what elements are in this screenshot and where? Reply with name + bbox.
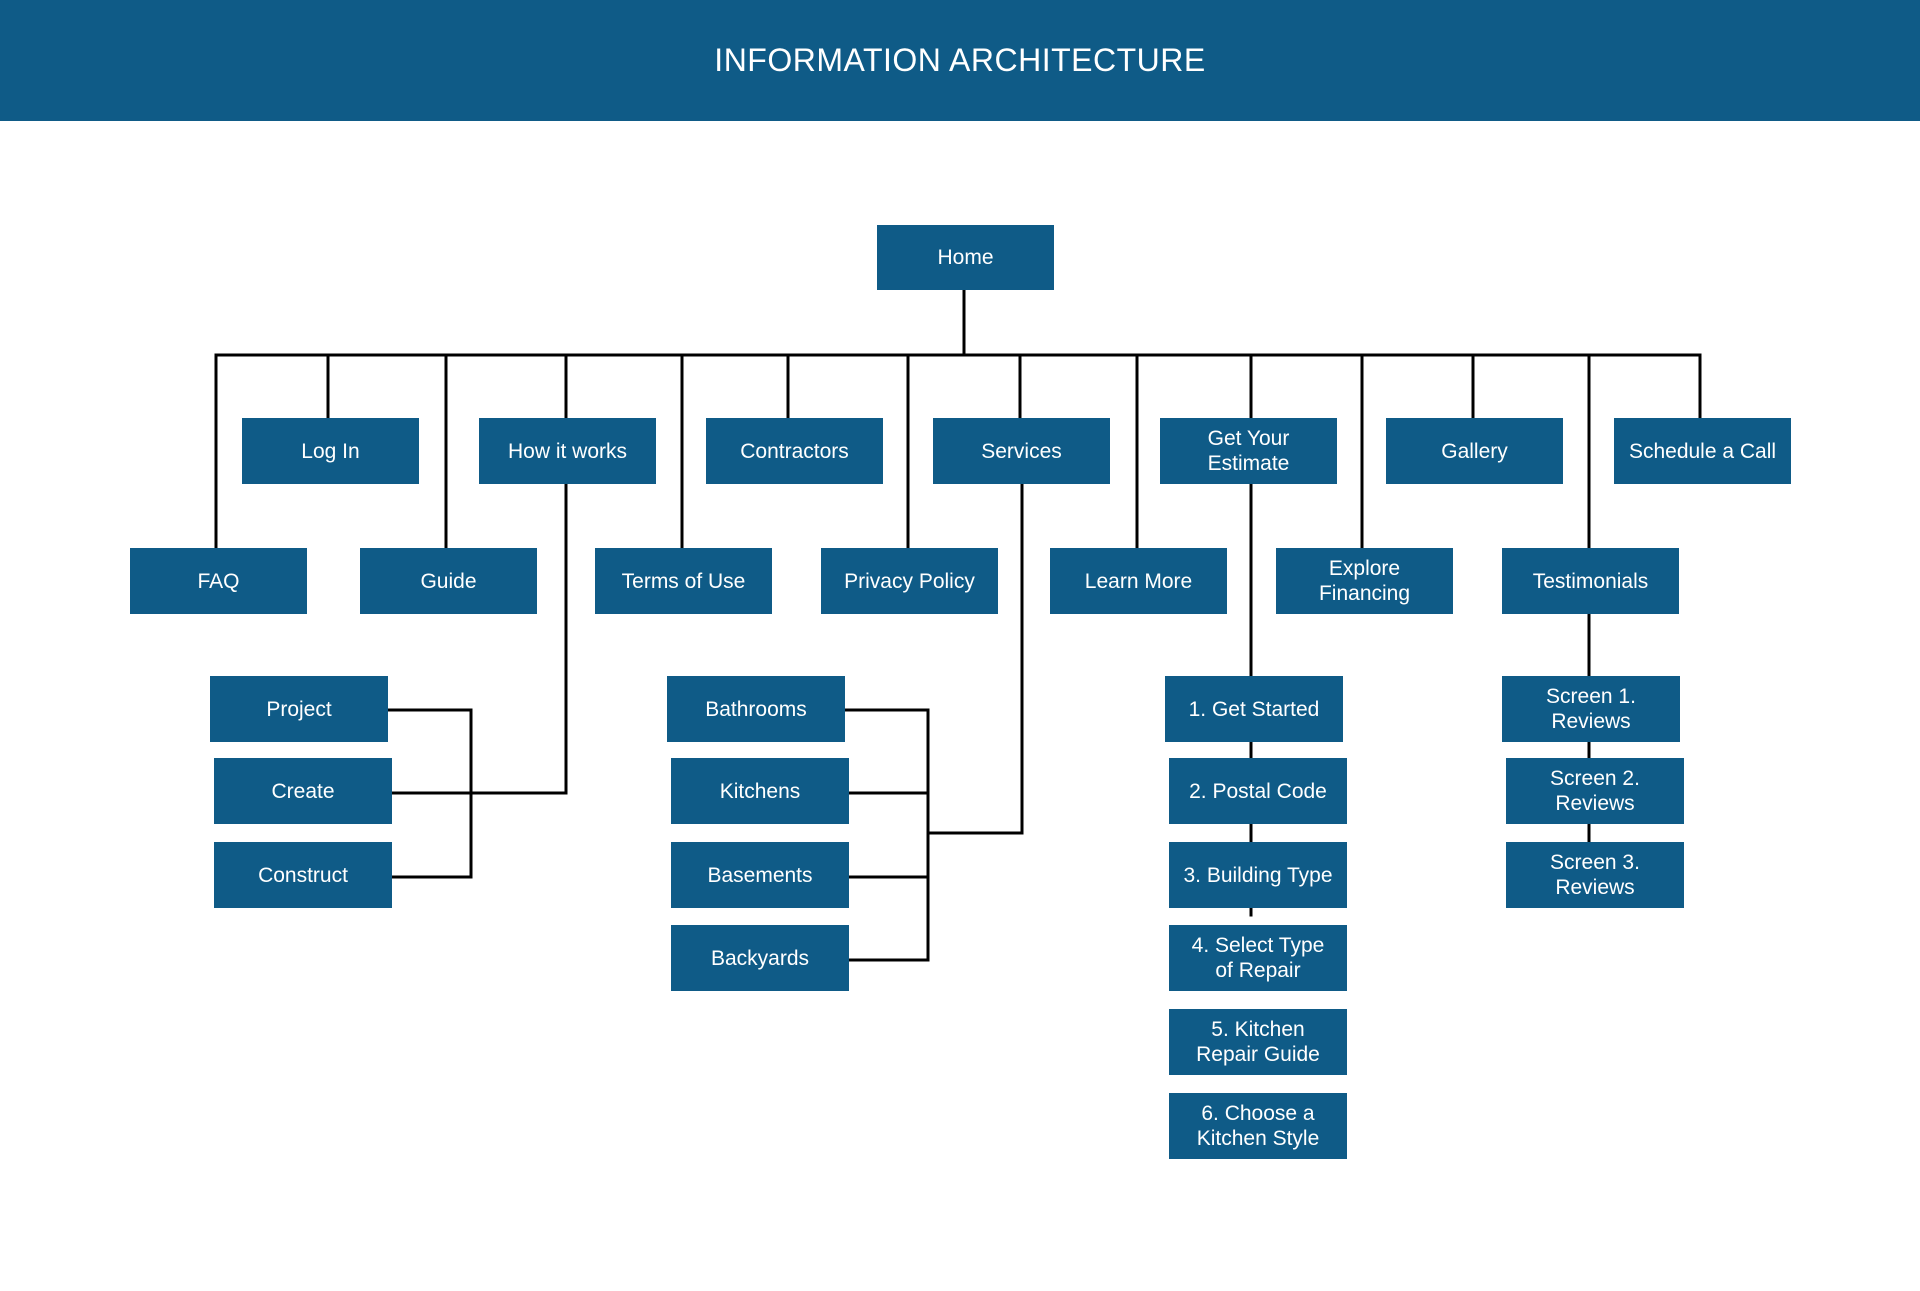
- node-step-kitchen-style: 6. Choose a Kitchen Style: [1169, 1093, 1347, 1159]
- node-label: Terms of Use: [621, 569, 746, 593]
- node-label: 4. Select Type of Repair: [1191, 934, 1325, 982]
- node-label: Basements: [707, 863, 813, 887]
- node-label: Guide: [420, 569, 477, 593]
- node-privacy-policy: Privacy Policy: [821, 548, 998, 614]
- node-learn-more: Learn More: [1050, 548, 1227, 614]
- node-guide: Guide: [360, 548, 537, 614]
- node-label: Schedule a Call: [1628, 439, 1777, 463]
- node-label: Learn More: [1084, 569, 1193, 593]
- node-home: Home: [877, 225, 1054, 290]
- node-label: Privacy Policy: [844, 569, 975, 593]
- node-explore-financing: Explore Financing: [1276, 548, 1453, 614]
- node-label: Testimonials: [1532, 569, 1649, 593]
- node-faq: FAQ: [130, 548, 307, 614]
- node-label: How it works: [507, 439, 628, 463]
- node-label: Kitchens: [719, 779, 801, 803]
- node-step-postal-code: 2. Postal Code: [1169, 758, 1347, 824]
- node-kitchens: Kitchens: [671, 758, 849, 824]
- node-label: FAQ: [197, 569, 240, 593]
- node-step-repair-guide: 5. Kitchen Repair Guide: [1169, 1009, 1347, 1075]
- node-testimonials: Testimonials: [1502, 548, 1679, 614]
- node-label: Bathrooms: [705, 697, 807, 721]
- page-title: INFORMATION ARCHITECTURE: [714, 41, 1206, 78]
- node-label: Log In: [301, 439, 360, 463]
- node-label: Gallery: [1441, 439, 1508, 463]
- header-bar: INFORMATION ARCHITECTURE: [0, 0, 1920, 121]
- node-label: Home: [937, 246, 994, 269]
- node-terms-of-use: Terms of Use: [595, 548, 772, 614]
- node-gallery: Gallery: [1386, 418, 1563, 484]
- node-project: Project: [210, 676, 388, 742]
- node-label: Get Your Estimate: [1207, 427, 1290, 475]
- node-get-your-estimate: Get Your Estimate: [1160, 418, 1337, 484]
- node-label: Construct: [258, 863, 348, 887]
- node-label: Project: [266, 697, 332, 721]
- node-label: Screen 1. Reviews: [1546, 685, 1636, 733]
- node-step-select-repair: 4. Select Type of Repair: [1169, 925, 1347, 991]
- node-label: Explore Financing: [1318, 557, 1411, 605]
- node-step-building-type: 3. Building Type: [1169, 842, 1347, 908]
- node-basements: Basements: [671, 842, 849, 908]
- node-label: 5. Kitchen Repair Guide: [1196, 1018, 1320, 1066]
- node-label: Screen 2. Reviews: [1550, 767, 1640, 815]
- node-label: Services: [981, 439, 1062, 463]
- node-label: 1. Get Started: [1188, 697, 1320, 721]
- node-construct: Construct: [214, 842, 392, 908]
- node-screen-2-reviews: Screen 2. Reviews: [1506, 758, 1684, 824]
- node-backyards: Backyards: [671, 925, 849, 991]
- node-label: 6. Choose a Kitchen Style: [1196, 1102, 1320, 1150]
- node-label: Contractors: [740, 439, 849, 463]
- node-screen-1-reviews: Screen 1. Reviews: [1502, 676, 1680, 742]
- node-label: 2. Postal Code: [1189, 779, 1327, 803]
- node-step-get-started: 1. Get Started: [1165, 676, 1343, 742]
- node-label: Create: [271, 779, 335, 803]
- node-screen-3-reviews: Screen 3. Reviews: [1506, 842, 1684, 908]
- node-label: Screen 3. Reviews: [1550, 851, 1640, 899]
- node-label: Backyards: [710, 946, 810, 970]
- node-label: 3. Building Type: [1183, 863, 1333, 887]
- node-schedule-a-call: Schedule a Call: [1614, 418, 1791, 484]
- node-how-it-works: How it works: [479, 418, 656, 484]
- node-contractors: Contractors: [706, 418, 883, 484]
- node-services: Services: [933, 418, 1110, 484]
- node-create: Create: [214, 758, 392, 824]
- node-log-in: Log In: [242, 418, 419, 484]
- node-bathrooms: Bathrooms: [667, 676, 845, 742]
